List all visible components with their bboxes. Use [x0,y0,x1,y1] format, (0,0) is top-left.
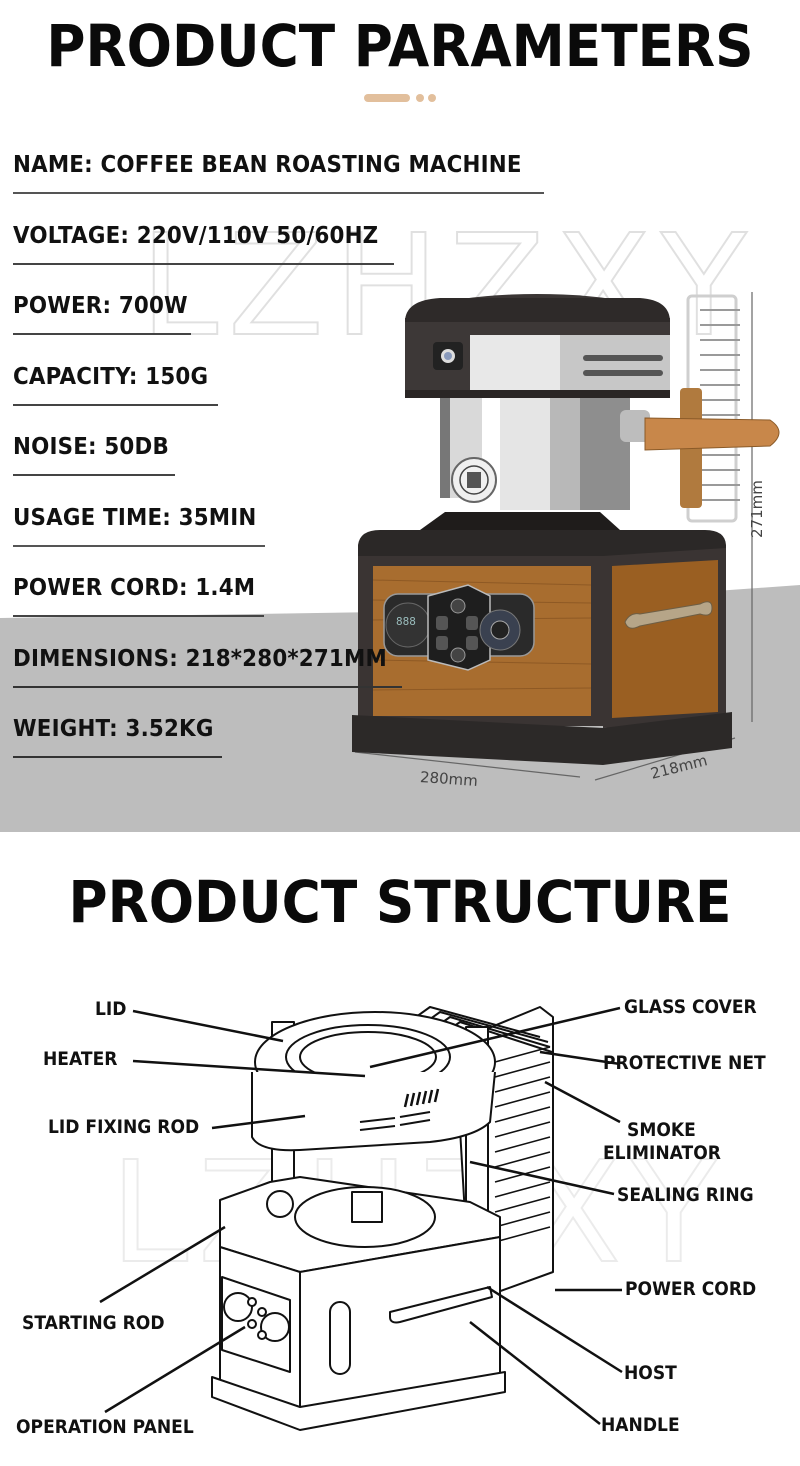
param-weight-text: WEIGHT: 3.52KG [13,716,214,742]
param-name: NAME: COFFEE BEAN ROASTING MACHINE [13,152,560,178]
param-usage-time: USAGE TIME: 35MIN [13,505,275,531]
param-capacity-underline [13,404,218,406]
label-host: HOST [624,1362,677,1384]
label-heater: HEATER [43,1048,118,1070]
param-usage-time-underline [13,545,265,547]
product-photo: 888 [352,292,780,781]
product-structure-section: PRODUCT STRUCTURE LZHZXY [0,832,800,1466]
structure-title: PRODUCT STRUCTURE [68,868,732,936]
param-noise: NOISE: 50DB [13,434,181,460]
label-starting-rod: STARTING ROD [22,1312,165,1334]
param-power-cord-underline [13,615,264,617]
param-dimensions: DIMENSIONS: 218*280*271MM [13,646,415,672]
param-noise-text: NOISE: 50DB [13,434,169,460]
label-eliminator: ELIMINATOR [603,1142,721,1164]
param-capacity: CAPACITY: 150G [13,364,223,390]
param-power-cord: POWER CORD: 1.4M [13,575,273,601]
param-weight-underline [13,756,222,758]
label-handle: HANDLE [601,1414,680,1436]
param-capacity-text: CAPACITY: 150G [13,364,209,390]
label-power-cord: POWER CORD [625,1278,757,1300]
param-dimensions-text: DIMENSIONS: 218*280*271MM [13,646,387,672]
param-power-cord-text: POWER CORD: 1.4M [13,575,256,601]
label-lid-fixing-rod: LID FIXING ROD [48,1116,200,1138]
param-power-text: POWER: 700W [13,293,188,319]
label-protective-net: PROTECTIVE NET [603,1052,766,1074]
label-smoke: SMOKE [627,1119,696,1141]
param-usage-time-text: USAGE TIME: 35MIN [13,505,257,531]
param-noise-underline [13,474,175,476]
param-weight: WEIGHT: 3.52KG [13,716,229,742]
label-operation-panel: OPERATION PANEL [16,1416,194,1438]
param-name-text: NAME: COFFEE BEAN ROASTING MACHINE [13,152,522,178]
dimension-height-label: 271mm [748,480,766,538]
param-voltage: VOLTAGE: 220V/110V 50/60HZ [13,223,406,249]
product-parameters-section: LZHZXY PRODUCT PARAMETERS [0,12,800,832]
page-title: PRODUCT PARAMETERS [46,12,754,80]
param-name-underline [13,192,544,194]
param-voltage-underline [13,263,394,265]
structure-diagram [99,1006,623,1431]
svg-text:888: 888 [396,615,416,628]
label-sealing-ring: SEALING RING [617,1184,754,1206]
param-power: POWER: 700W [13,293,201,319]
label-lid: LID [95,998,127,1020]
param-dimensions-underline [13,686,402,688]
label-glass-cover: GLASS COVER [624,996,757,1018]
param-voltage-text: VOLTAGE: 220V/110V 50/60HZ [13,223,379,249]
param-power-underline [13,333,191,335]
